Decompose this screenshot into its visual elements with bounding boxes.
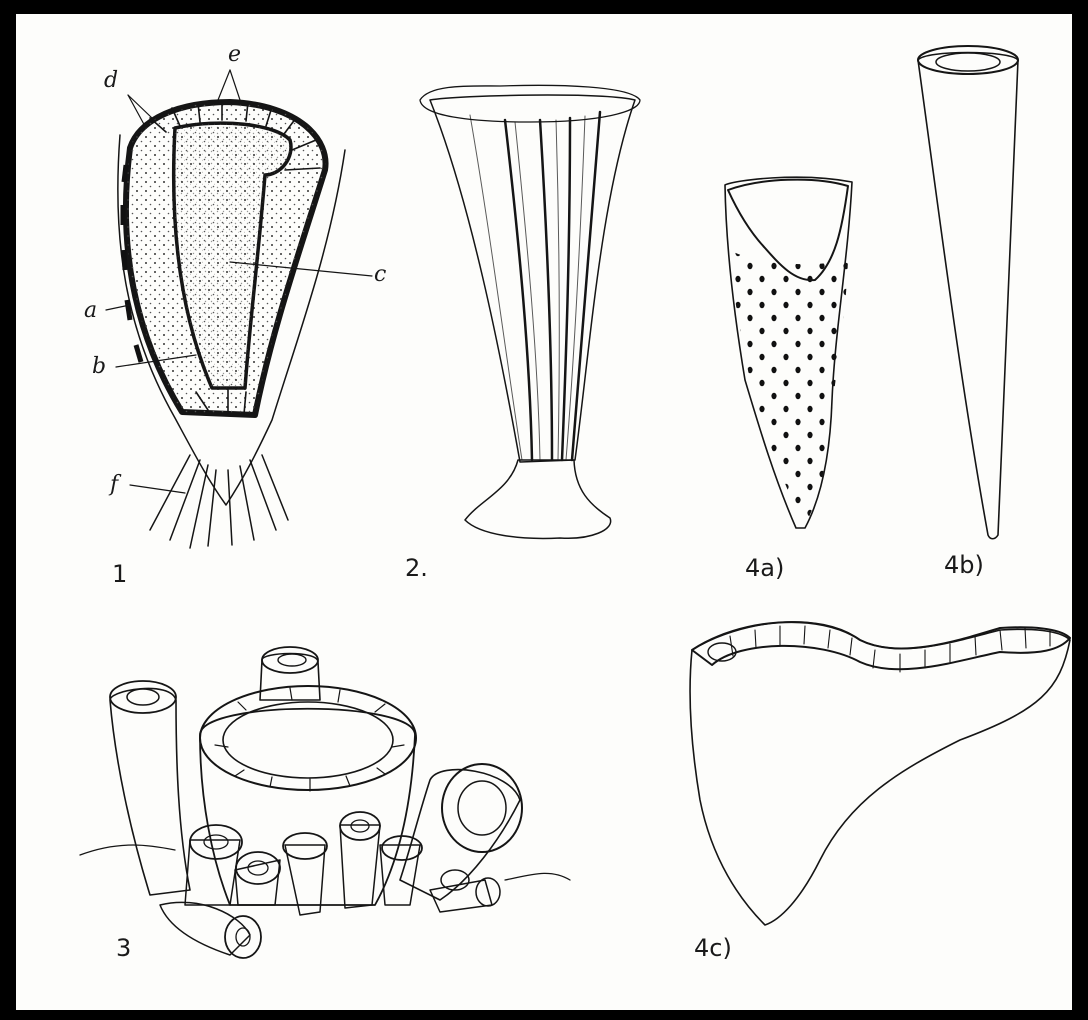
caption-figure-4b: 4b)	[944, 553, 984, 577]
figure-4c-fan-sponge	[690, 622, 1070, 925]
caption-figure-2: 2.	[405, 556, 428, 580]
label-a: a	[84, 300, 97, 322]
label-f: f	[110, 474, 118, 496]
figure-2-trumpet-sponge	[420, 85, 640, 538]
figure-4b-tube-sponge	[918, 46, 1018, 539]
figure-1-sponge-section	[106, 70, 372, 548]
caption-figure-4c: 4c)	[694, 936, 732, 960]
caption-figure-1: 1	[112, 562, 127, 586]
figure-3-colonial-sponge	[80, 647, 570, 958]
caption-figure-3: 3	[116, 936, 131, 960]
figure-4a-porous-sponge	[725, 177, 852, 528]
label-c: c	[374, 264, 386, 286]
label-b: b	[92, 356, 106, 378]
label-e: e	[228, 44, 241, 66]
caption-figure-4a: 4a)	[745, 556, 784, 580]
label-d: d	[104, 70, 118, 92]
